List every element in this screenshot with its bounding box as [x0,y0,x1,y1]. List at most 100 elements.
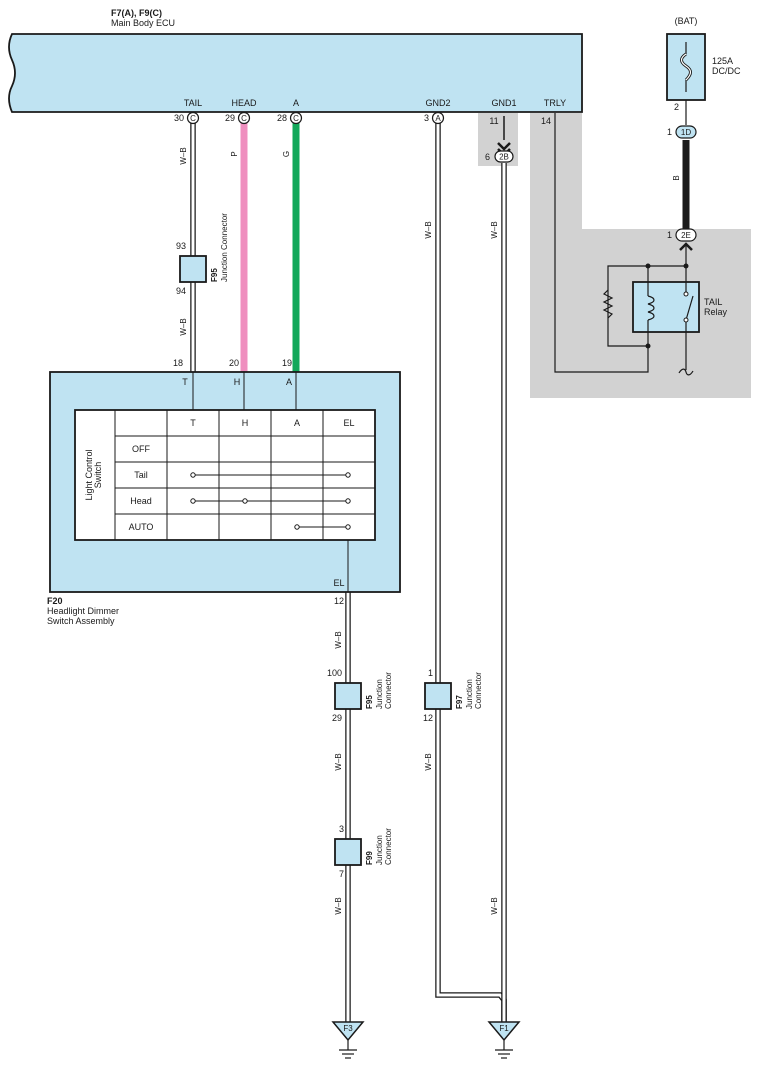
wire-label-tail-upper: W–B [179,147,188,164]
svg-text:7: 7 [339,869,344,879]
fuse-name: DC/DC [712,66,741,76]
fuse-rating: 125A [712,56,733,66]
continuity-head [190,498,351,504]
col-header-a: A [294,418,300,428]
switch-table-title-2: Switch [93,462,103,489]
svg-text:F95: F95 [365,695,374,709]
ground-icon [331,1021,365,1042]
svg-text:100: 100 [327,668,342,678]
junction-connector-f95-el: 100 29 F95 Junction Connector [327,668,393,723]
svg-text:C: C [241,114,247,123]
fusible-link [666,33,706,101]
svg-text:2B: 2B [499,153,509,162]
svg-text:1: 1 [667,127,672,137]
continuity-tail [190,472,351,478]
svg-text:C: C [190,114,196,123]
continued-wire-icon [678,368,694,376]
svg-text:1D: 1D [681,128,691,137]
ecu-pin-head: C 29 [225,111,251,125]
connector-2e: 2E 1 [667,228,697,242]
ground-f1: F1 [487,1021,521,1059]
ecu-pin-label-tail: TAIL [184,98,202,108]
svg-text:1: 1 [667,230,672,240]
resistor-icon [602,289,614,319]
svg-text:Junction: Junction [465,679,474,709]
ecu-id: F7(A), F9(C) [111,8,162,18]
svg-text:EL: EL [333,578,344,588]
svg-text:3: 3 [339,824,344,834]
switch-assembly-name-2: Switch Assembly [47,616,115,626]
ecu-pin-label-gnd1: GND1 [491,98,516,108]
svg-text:12: 12 [334,596,344,606]
wire-label-el-3: W–B [334,897,343,914]
wire-label-head: P [230,151,239,156]
col-header-t: T [190,418,196,428]
svg-text:Junction Connector: Junction Connector [220,213,229,282]
svg-text:Connector: Connector [384,828,393,865]
ecu-pin-tail: C 30 [174,111,200,125]
row-label-tail: Tail [134,470,148,480]
ecu-pin-label-trly: TRLY [544,98,566,108]
switch-assembly-name-1: Headlight Dimmer [47,606,119,616]
battery-label: (BAT) [675,16,698,26]
wire-label-gnd2-lower: W–B [424,753,433,770]
svg-text:H: H [234,377,241,387]
svg-text:19: 19 [282,358,292,368]
svg-text:12: 12 [423,713,433,723]
junction-connector-f95-tail: 93 94 F95 Junction Connector [176,213,229,296]
connector-1d: 1D 1 [667,125,697,139]
switch-table-title-1: Light Control [84,449,94,500]
switch-assembly-id: F20 [47,596,63,606]
svg-text:F95: F95 [210,268,219,282]
wire-label-battery: B [672,175,681,180]
ecu-pin-trly-num: 14 [541,116,551,126]
svg-text:Connector: Connector [384,672,393,709]
svg-text:6: 6 [485,152,490,162]
row-label-auto: AUTO [129,522,154,532]
ecu-pin-gnd2: A 3 [424,111,445,125]
wire-label-el-1: W–B [334,631,343,648]
relay-label-line2: Relay [704,307,728,317]
wire-label-gnd1-upper: W–B [490,221,499,238]
ecu-pin-label-gnd2: GND2 [425,98,450,108]
svg-text:Connector: Connector [474,672,483,709]
tail-relay [602,263,700,376]
wire-label-tail-lower: W–B [179,318,188,335]
svg-text:C: C [293,114,299,123]
svg-text:1: 1 [428,668,433,678]
main-body-ecu: F7(A), F9(C) Main Body ECU TAIL HEAD A G… [8,8,583,113]
svg-text:2E: 2E [681,231,691,240]
svg-text:18: 18 [173,358,183,368]
svg-text:20: 20 [229,358,239,368]
svg-text:29: 29 [225,113,235,123]
fuse-pin: 2 [674,102,679,112]
ecu-name: Main Body ECU [111,18,175,28]
row-label-off: OFF [132,444,150,454]
wire-label-el-2: W–B [334,753,343,770]
svg-text:94: 94 [176,286,186,296]
ground-f3: F3 [331,1021,365,1059]
wire-gnd2 [435,118,507,1022]
continuity-auto [294,524,351,530]
ecu-pin-label-a: A [293,98,299,108]
svg-text:F97: F97 [455,695,464,709]
row-label-head: Head [130,496,152,506]
light-control-switch-table: Light Control Switch T H A EL OFF Tail H… [74,409,376,541]
coil-icon [647,295,655,321]
svg-text:F99: F99 [365,851,374,865]
col-header-el: EL [343,418,354,428]
ecu-pin-label-head: HEAD [231,98,257,108]
wire-label-a: G [282,151,291,157]
wire-trly [554,113,649,373]
svg-text:30: 30 [174,113,184,123]
ecu-pin-a: C 28 [277,111,303,125]
svg-text:A: A [435,114,441,123]
junction-connector-f99: 3 7 F99 Junction Connector [334,824,393,879]
svg-text:93: 93 [176,241,186,251]
svg-text:F1: F1 [499,1024,509,1033]
relay-label-line1: TAIL [704,297,722,307]
relay-switch-icon [685,295,694,321]
svg-text:Junction: Junction [375,679,384,709]
shaded-area-relay-circuit [530,113,751,398]
